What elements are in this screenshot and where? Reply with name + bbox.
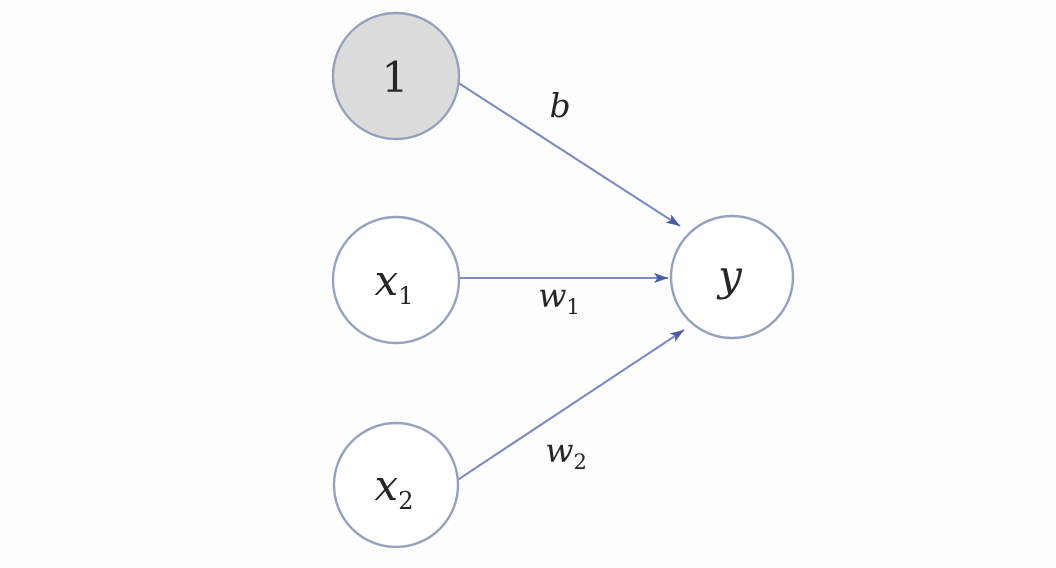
edge-label-w1: w1 (538, 276, 580, 319)
edge-label-w2: w2 (545, 431, 587, 474)
bias-node-label: 1 (382, 53, 409, 102)
y-node-circle (669, 214, 795, 340)
x2-node-circle (332, 421, 460, 549)
node-x1: x1 (331, 215, 461, 345)
edge-line-x2-to-y (455, 329, 685, 482)
edge-x2-to-y: w2 (455, 329, 685, 482)
edge-label-b: b (549, 86, 570, 125)
edge-x1-to-y: w1 (455, 273, 668, 319)
node-y: y (669, 214, 795, 340)
node-x2: x2 (332, 421, 460, 549)
x1-node-label: x1 (375, 256, 414, 310)
x1-node-circle (331, 215, 461, 345)
x2-node-label: x2 (375, 461, 414, 515)
bias-node-circle (331, 11, 461, 141)
edge-line-bias-to-y (456, 81, 681, 227)
y-node-label: y (716, 251, 743, 300)
edge-bias-to-y: b (456, 81, 681, 227)
node-bias: 1 (331, 11, 461, 141)
